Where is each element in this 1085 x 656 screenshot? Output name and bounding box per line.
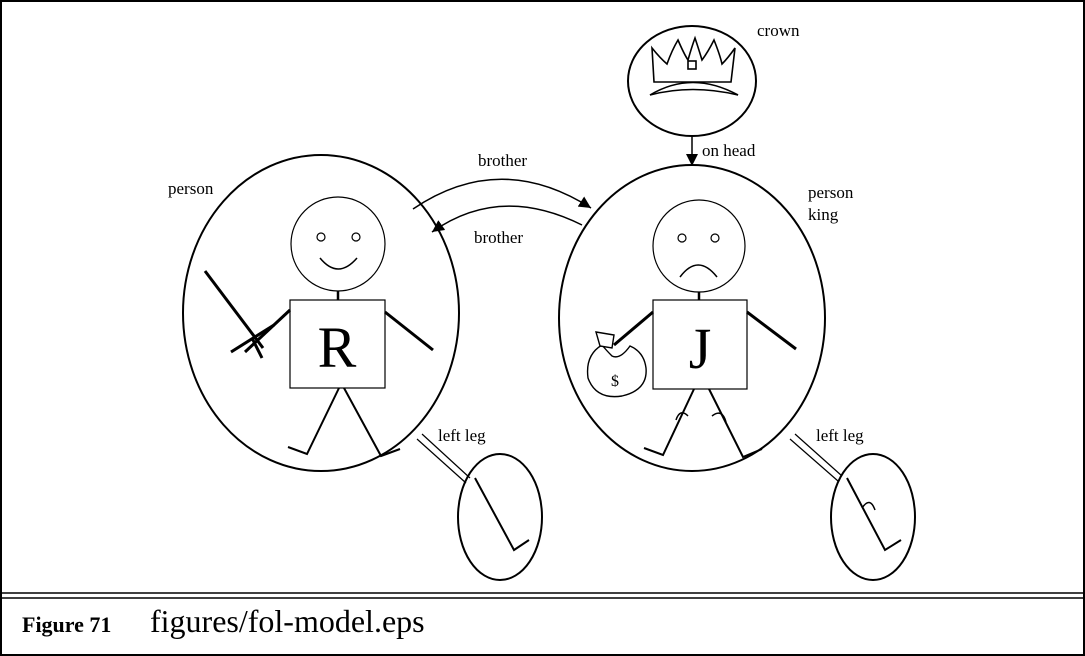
crown-icon xyxy=(649,35,739,96)
sword-icon xyxy=(203,270,275,359)
john-left-eye xyxy=(677,233,687,243)
john-right-eye xyxy=(710,233,720,243)
john-leg-ellipse xyxy=(830,453,916,581)
crown-label: crown xyxy=(757,21,800,40)
john-body xyxy=(652,299,748,390)
john-ellipse xyxy=(558,164,826,472)
brother-arrow-top xyxy=(412,178,592,210)
crown-ellipse xyxy=(627,25,757,137)
john-letter: J xyxy=(689,316,712,381)
crown-object: crown xyxy=(627,21,800,137)
richard-left-eye xyxy=(316,232,326,242)
money-bag-symbol: $ xyxy=(611,373,619,390)
richard-smile xyxy=(319,257,358,270)
richard-leg-ellipse xyxy=(457,453,543,581)
richard-left-leg-object xyxy=(457,453,543,581)
richard-head xyxy=(290,196,386,292)
richard-ellipse xyxy=(182,154,460,472)
john-left-leg-label: left leg xyxy=(816,426,864,445)
john-object: person king J $ xyxy=(558,164,854,472)
john-right-leg xyxy=(708,388,763,459)
richard-letter: R xyxy=(318,315,357,380)
richard-type-label: person xyxy=(168,179,214,198)
brother-arrow-bottom xyxy=(431,205,583,233)
richard-right-leg xyxy=(343,387,401,458)
figure-label: Figure 71 xyxy=(22,612,112,637)
john-detached-leg xyxy=(846,477,902,552)
richard-left-leg xyxy=(287,387,340,456)
brother-bottom-label: brother xyxy=(474,228,523,247)
money-bag-icon xyxy=(586,331,647,398)
john-left-leg xyxy=(643,388,695,457)
brother-top-label: brother xyxy=(478,151,527,170)
john-right-arm xyxy=(746,310,797,351)
richard-left-leg-label: left leg xyxy=(438,426,486,445)
john-type-label-2: king xyxy=(808,205,839,224)
richard-right-eye xyxy=(351,232,361,242)
john-detached-knee xyxy=(861,501,876,511)
on-head-label: on head xyxy=(702,141,756,160)
figure-filename: figures/fol-model.eps xyxy=(150,603,425,639)
richard-right-arm xyxy=(384,310,434,352)
john-type-label-1: person xyxy=(808,183,854,202)
john-frown xyxy=(679,264,718,278)
john-left-arm xyxy=(613,310,654,347)
richard-detached-leg xyxy=(474,477,530,552)
john-left-knee xyxy=(675,412,689,421)
richard-body xyxy=(289,299,386,389)
john-right-knee xyxy=(711,412,727,423)
richard-left-leg-link xyxy=(416,433,471,484)
john-left-leg-object xyxy=(830,453,916,581)
john-left-leg-link xyxy=(789,433,843,482)
richard-object: person R xyxy=(168,154,460,472)
john-head xyxy=(652,199,746,293)
richard-left-arm xyxy=(243,308,292,354)
